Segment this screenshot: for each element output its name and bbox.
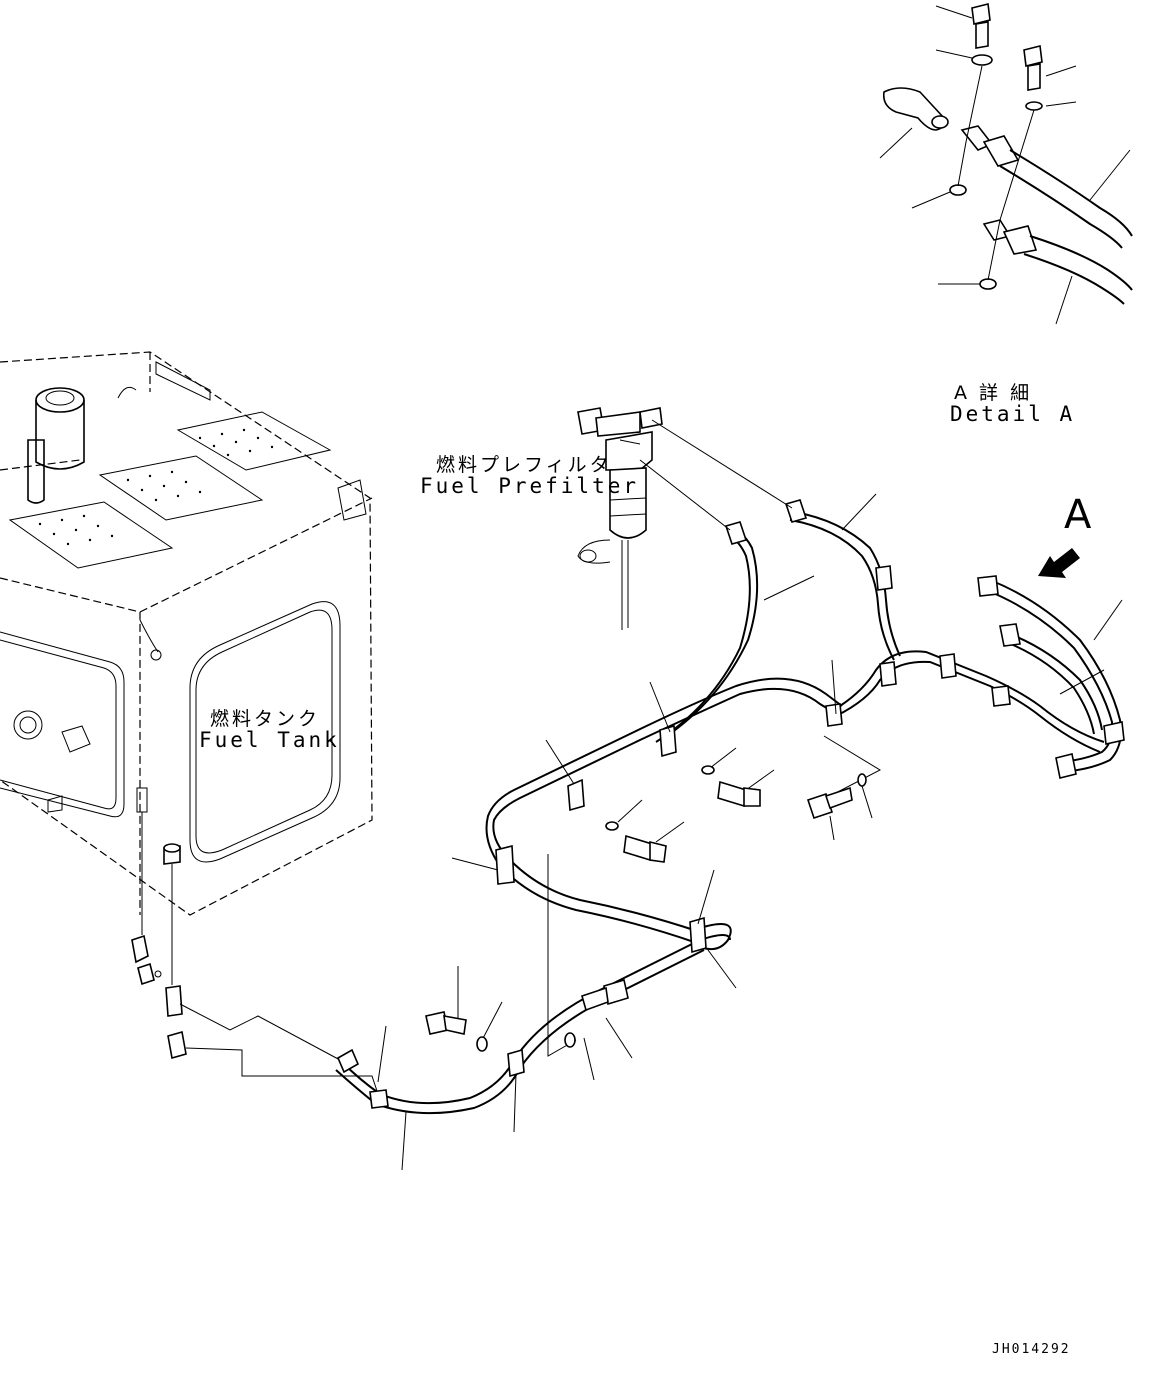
fuel-tank-label-en: Fuel Tank: [199, 728, 340, 752]
detail-a-label-en: Detail A: [950, 402, 1076, 426]
view-arrow: [1038, 548, 1080, 578]
view-arrow-label: A: [1064, 492, 1092, 538]
prefilter-label-en: Fuel Prefilter: [420, 474, 640, 498]
fuel-prefilter: [577, 407, 663, 630]
detail-a-label-jp: A 詳 細: [954, 382, 1033, 404]
drawing-number: JH014292: [992, 1342, 1071, 1357]
fuel-tank: [0, 351, 373, 935]
fuel-tank-label-jp: 燃料タンク: [210, 708, 321, 730]
detail-a-view: [879, 3, 1133, 325]
tank-fittings: [131, 843, 381, 1101]
fuel-hoses: [335, 499, 1125, 1115]
prefilter-label-jp: 燃料プレフィルタ: [436, 454, 612, 476]
bolts-washers: [425, 765, 867, 1052]
